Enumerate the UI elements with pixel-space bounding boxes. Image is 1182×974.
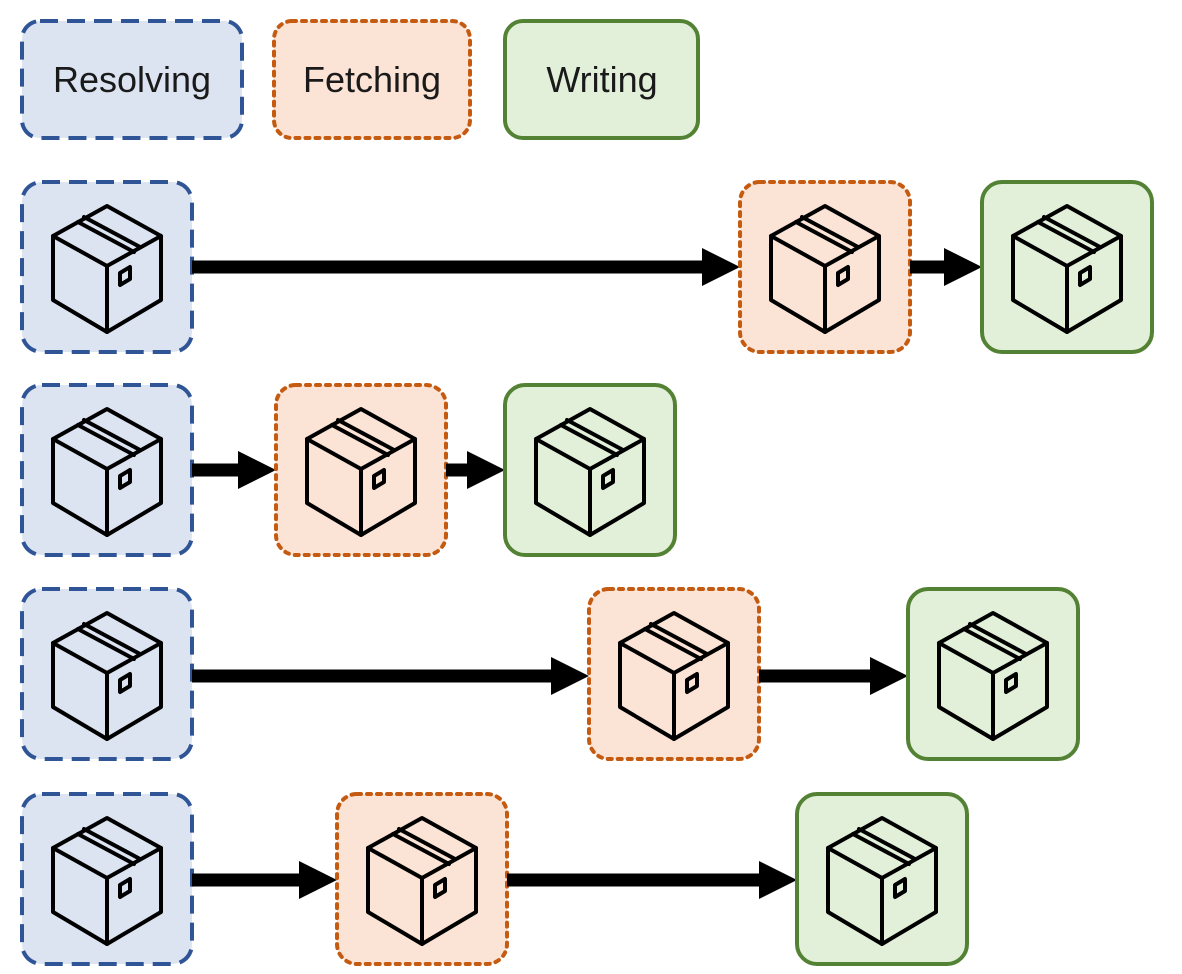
arrow-fetching-to-writing <box>446 451 505 489</box>
arrow-resolving-to-fetching <box>192 657 589 695</box>
fetching-node <box>274 383 448 557</box>
package-row-1 <box>20 180 1154 354</box>
arrow-fetching-to-writing <box>759 657 908 695</box>
package-row-4 <box>20 792 969 966</box>
writing-node <box>980 180 1154 354</box>
arrow-head <box>299 861 337 899</box>
arrow-fetching-to-writing <box>910 248 982 286</box>
resolving-node <box>20 587 194 761</box>
arrow-resolving-to-fetching <box>192 451 276 489</box>
legend-label-writing: Writing <box>546 59 657 100</box>
arrow-head <box>702 248 740 286</box>
arrow-fetching-to-writing <box>507 861 797 899</box>
package-row-3 <box>20 587 1080 761</box>
fetching-node <box>738 180 912 354</box>
legend-item-resolving: Resolving <box>20 19 244 140</box>
arrow-head <box>759 861 797 899</box>
legend-swatch-resolving <box>20 19 244 140</box>
fetching-node <box>335 792 509 966</box>
legend: Resolving Fetching Writing <box>20 19 700 140</box>
arrow-head <box>870 657 908 695</box>
legend-swatch-fetching <box>272 19 472 140</box>
arrow-head <box>944 248 982 286</box>
writing-node <box>795 792 969 966</box>
fetching-node <box>587 587 761 761</box>
legend-label-fetching: Fetching <box>303 59 441 100</box>
legend-item-fetching: Fetching <box>272 19 472 140</box>
arrow-head <box>238 451 276 489</box>
arrow-head <box>551 657 589 695</box>
writing-node <box>503 383 677 557</box>
legend-swatch-writing <box>503 19 700 140</box>
package-row-2 <box>20 383 677 557</box>
arrow-head <box>467 451 505 489</box>
legend-label-resolving: Resolving <box>53 59 211 100</box>
resolving-node <box>20 792 194 966</box>
resolving-node <box>20 383 194 557</box>
arrow-resolving-to-fetching <box>192 861 337 899</box>
resolving-node <box>20 180 194 354</box>
arrow-resolving-to-fetching <box>192 248 740 286</box>
writing-node <box>906 587 1080 761</box>
legend-item-writing: Writing <box>503 19 700 140</box>
